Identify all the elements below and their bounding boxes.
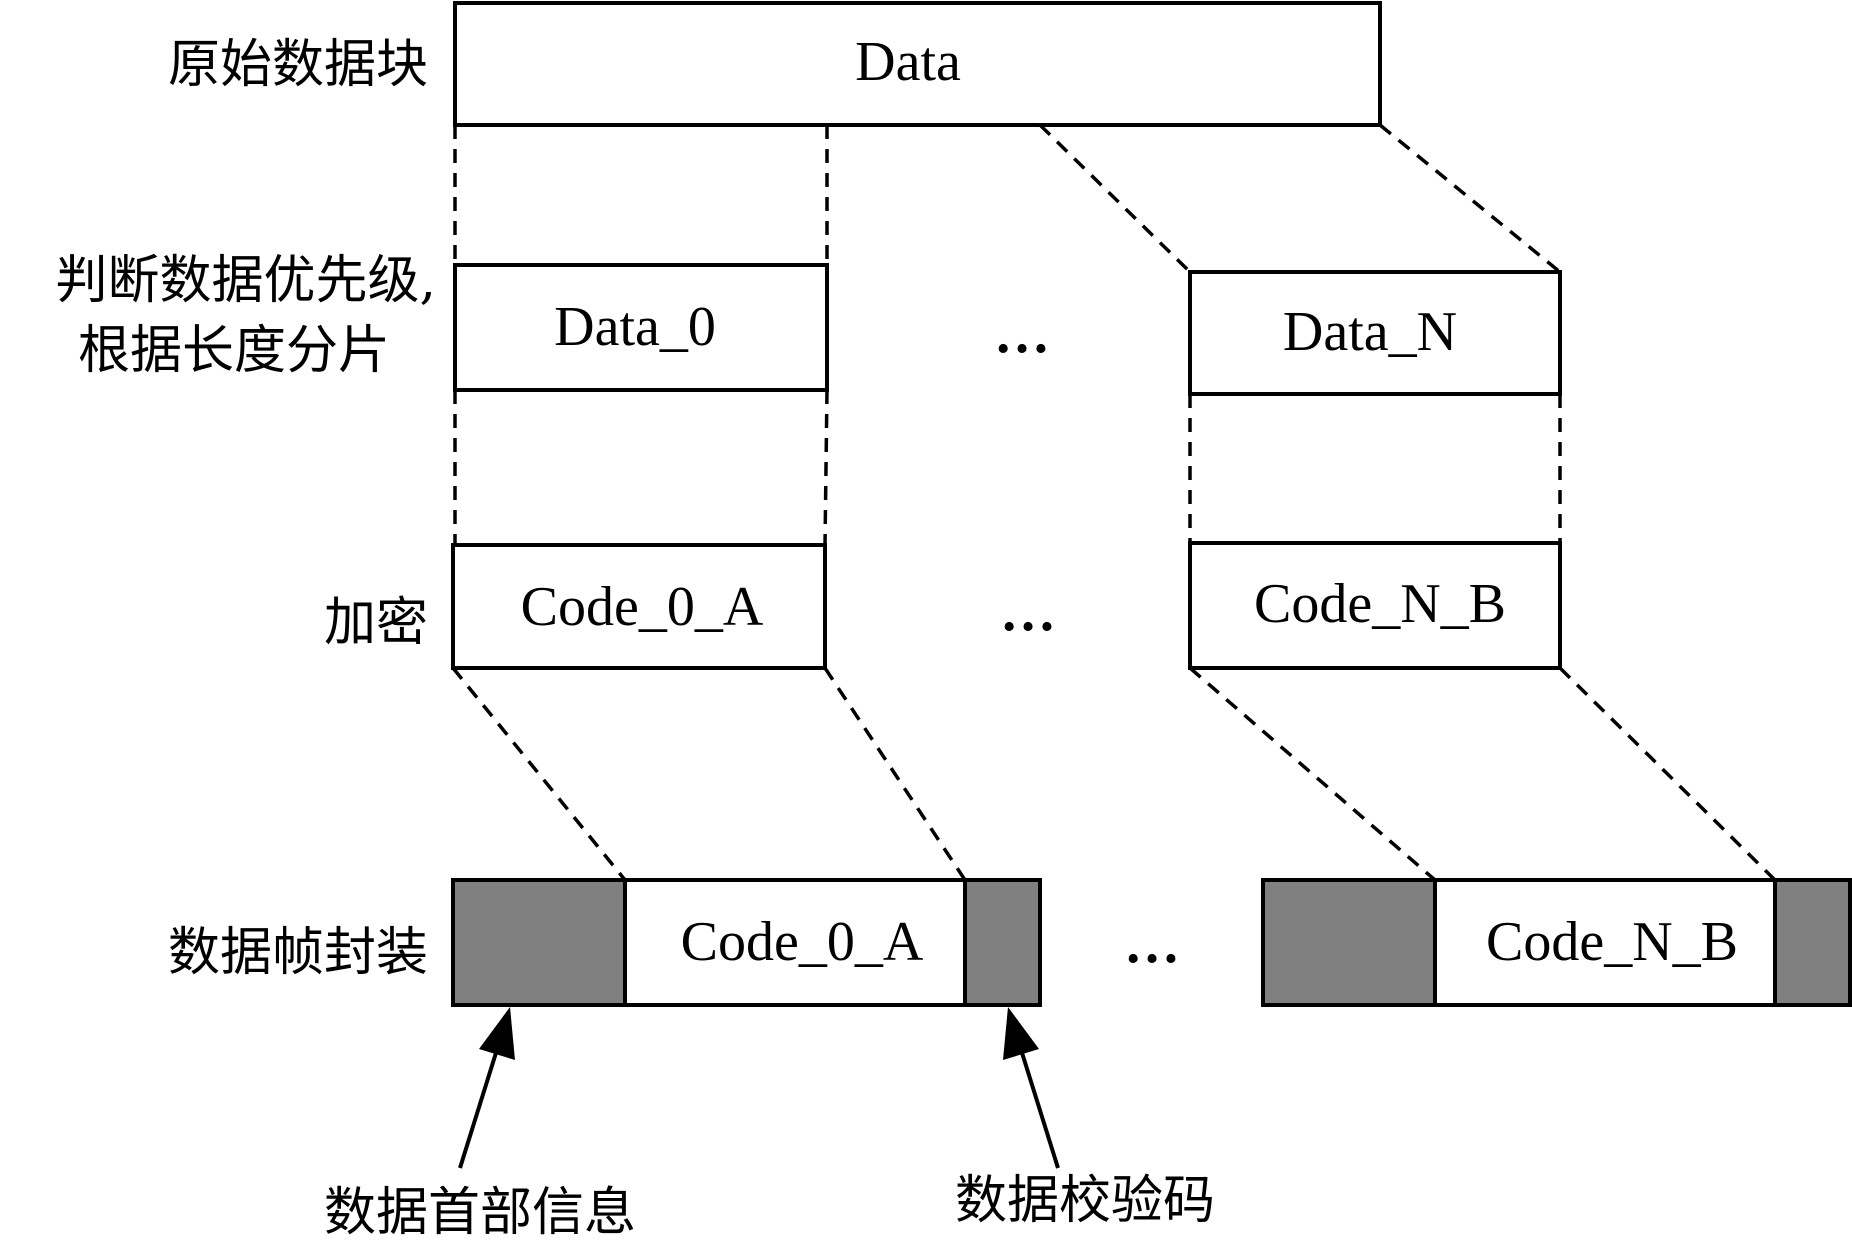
encrypt-ellipsis: … <box>1000 581 1056 643</box>
frame-0-payload-label: Code_0_A <box>681 911 924 973</box>
data-block <box>453 1 1382 127</box>
frame-0-payload <box>623 878 967 1007</box>
checksum-label: 数据校验码 <box>955 1171 1215 1231</box>
frame-ellipsis: … <box>1124 913 1180 975</box>
code-n-b-label: Code_N_B <box>1254 573 1506 635</box>
header-info-arrow <box>458 1039 502 1169</box>
frame-guide-left-0 <box>451 666 627 882</box>
split-guide-left-n <box>1038 123 1192 274</box>
header-info-label: 数据首部信息 <box>324 1183 636 1243</box>
header-info-arrowhead <box>479 1007 515 1060</box>
data-n-block <box>1188 270 1562 396</box>
checksum-arrow <box>1016 1039 1060 1169</box>
frame-n-checksum <box>1773 878 1852 1007</box>
split-ellipsis: … <box>994 303 1050 365</box>
row-label-raw-block: 原始数据块 <box>168 35 428 95</box>
frame-0-checksum <box>963 878 1042 1007</box>
frame-0-header <box>451 878 627 1007</box>
data-n-label: Data_N <box>1283 301 1457 363</box>
frame-guide-right-0 <box>823 667 967 881</box>
encrypt-guide-right-0 <box>823 389 829 546</box>
row-label-encrypt: 加密 <box>324 593 428 653</box>
row-label-frame: 数据帧封装 <box>168 923 428 983</box>
frame-guide-right-n <box>1558 666 1777 882</box>
frame-n-header <box>1261 878 1437 1007</box>
split-guide-right-n <box>1378 123 1562 274</box>
data-0-block <box>453 263 829 392</box>
checksum-arrowhead <box>1003 1007 1039 1060</box>
data-block-label: Data <box>855 31 961 93</box>
code-0-a-label: Code_0_A <box>521 576 764 638</box>
code-n-b-block <box>1188 541 1562 670</box>
frame-guide-left-n <box>1188 666 1437 882</box>
code-0-a-block <box>451 543 827 670</box>
data-0-label: Data_0 <box>554 296 716 358</box>
row-label-split-line1: 判断数据优先级, <box>55 251 436 311</box>
row-label-split-line2: 根据长度分片 <box>78 321 390 381</box>
frame-n-payload-label: Code_N_B <box>1486 911 1738 973</box>
